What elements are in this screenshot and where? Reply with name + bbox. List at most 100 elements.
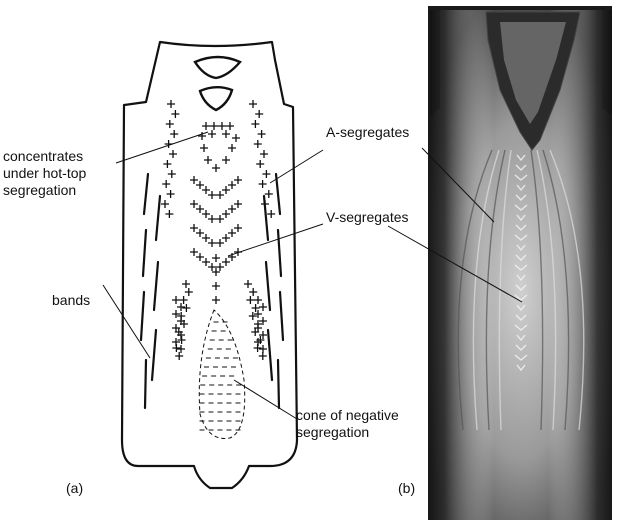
plus-mark <box>190 200 198 208</box>
plus-mark <box>166 120 174 128</box>
plus-mark <box>202 122 210 130</box>
plus-mark <box>218 122 226 130</box>
plus-mark <box>267 210 275 218</box>
plus-mark <box>182 280 190 288</box>
plus-mark <box>167 190 175 198</box>
plus-mark <box>169 150 177 158</box>
plus-mark <box>196 205 204 213</box>
plus-mark <box>212 164 220 172</box>
plus-mark <box>162 180 170 188</box>
plus-mark <box>202 186 210 194</box>
plus-mark <box>208 191 216 199</box>
plus-mark <box>228 229 236 237</box>
plus-mark <box>246 296 254 304</box>
plus-mark <box>259 303 267 311</box>
panel-label-a: (a) <box>66 480 83 497</box>
plus-mark <box>259 180 267 188</box>
plus-mark <box>196 253 204 261</box>
label-concentrates: concentrates under hot-top segregation <box>3 148 86 199</box>
plus-mark <box>208 239 216 247</box>
plus-mark <box>190 248 198 256</box>
plus-mark <box>208 130 216 138</box>
plus-mark <box>210 122 218 130</box>
plus-mark <box>228 205 236 213</box>
label-a-segregates: A-segregates <box>326 124 409 141</box>
plus-mark <box>180 296 188 304</box>
plus-mark <box>228 144 236 152</box>
plus-mark <box>161 200 169 208</box>
label-cone: cone of negative segregation <box>296 407 399 441</box>
negative-cone-outline <box>199 310 244 439</box>
plus-mark <box>208 263 216 271</box>
plus-mark <box>251 120 259 128</box>
plus-mark <box>204 156 212 164</box>
leader-a-segregates-a <box>270 150 323 183</box>
plus-mark <box>171 110 179 118</box>
ingot-section-photo <box>388 6 612 520</box>
plus-mark <box>262 170 270 178</box>
plus-mark <box>255 110 263 118</box>
plus-mark <box>163 160 171 168</box>
plus-mark <box>216 239 224 247</box>
plus-mark <box>232 134 240 142</box>
plus-mark <box>222 210 230 218</box>
plus-mark <box>222 156 230 164</box>
plus-mark <box>249 312 257 320</box>
plus-mark <box>185 288 193 296</box>
shrinkage-cavity-lower <box>200 87 232 110</box>
plus-mark <box>234 200 242 208</box>
plus-mark <box>172 338 180 346</box>
plus-mark <box>234 224 242 232</box>
plus-mark <box>222 234 230 242</box>
plus-mark <box>222 130 230 138</box>
plus-mark <box>258 130 266 138</box>
shrinkage-cavity-upper <box>195 57 240 78</box>
plus-mark <box>254 296 262 304</box>
leader-concentrates <box>116 132 208 163</box>
plus-mark <box>259 345 267 353</box>
plus-mark <box>249 100 257 108</box>
plus-mark <box>259 352 267 360</box>
label-bands: bands <box>52 292 90 309</box>
schematic-ingot <box>103 42 323 488</box>
plus-mark <box>172 310 180 318</box>
panel-label-b: (b) <box>398 480 415 497</box>
plus-mark <box>222 186 230 194</box>
plus-mark <box>256 160 264 168</box>
plus-mark <box>249 288 257 296</box>
plus-mark <box>202 234 210 242</box>
plus-mark <box>226 122 234 130</box>
plus-mark <box>202 258 210 266</box>
plus-mark <box>167 100 175 108</box>
plus-mark <box>208 215 216 223</box>
plus-mark <box>196 229 204 237</box>
plus-mark <box>196 181 204 189</box>
plus-mark <box>265 190 273 198</box>
positive-segregation-marks <box>161 100 275 360</box>
plus-mark <box>244 280 252 288</box>
plus-mark <box>212 254 220 262</box>
plus-mark <box>170 130 178 138</box>
plus-mark <box>212 296 220 304</box>
plus-mark <box>222 258 230 266</box>
plus-mark <box>172 296 180 304</box>
plus-mark <box>190 224 198 232</box>
plus-mark <box>234 176 242 184</box>
plus-mark <box>182 304 190 312</box>
plus-mark <box>212 282 220 290</box>
plus-mark <box>216 263 224 271</box>
band-lines <box>141 174 283 408</box>
plus-mark <box>168 170 176 178</box>
plus-mark <box>260 150 268 158</box>
plus-mark <box>190 176 198 184</box>
plus-mark <box>177 345 185 353</box>
plus-mark <box>200 144 208 152</box>
plus-mark <box>212 268 220 276</box>
plus-mark <box>228 181 236 189</box>
label-v-segregates: V-segregates <box>326 209 409 226</box>
plus-mark <box>216 191 224 199</box>
plus-mark <box>175 352 183 360</box>
plus-mark <box>202 210 210 218</box>
